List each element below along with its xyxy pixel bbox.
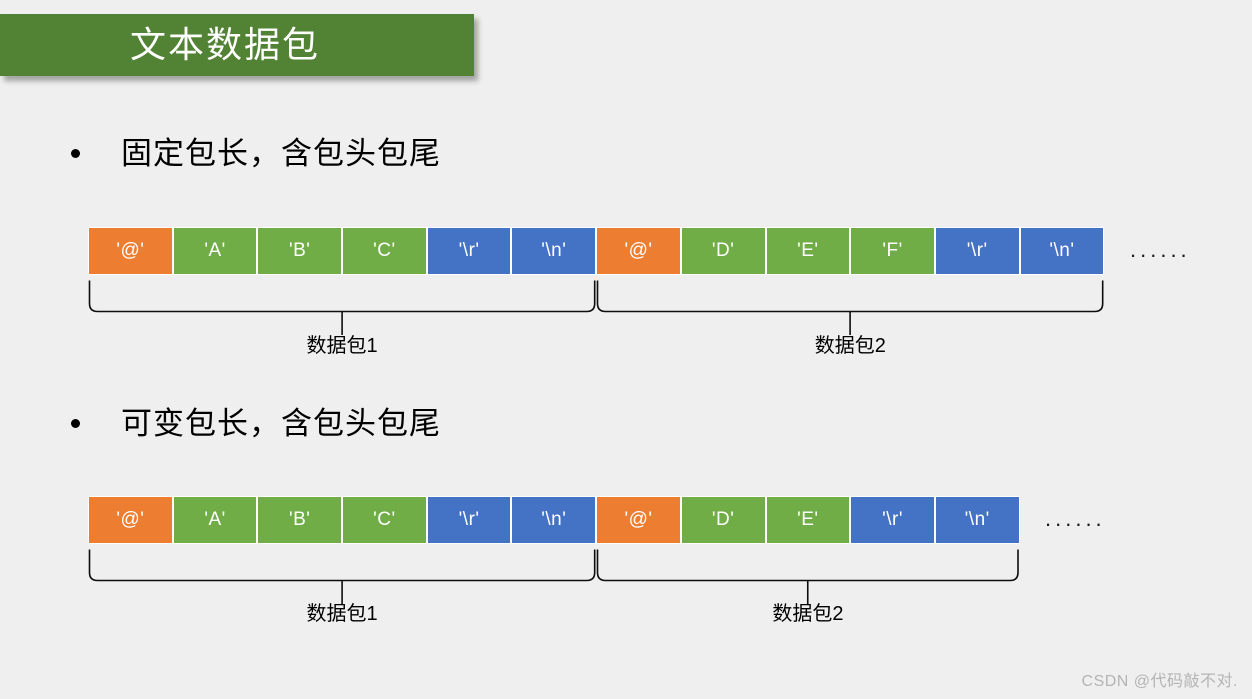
packet-byte-cell: 'C' (342, 227, 427, 275)
packet-byte-cell: 'E' (765, 227, 851, 275)
bullet-label: 固定包长，含包头包尾 (121, 136, 441, 171)
packet-byte-cell: '\r' (426, 227, 512, 275)
packet-byte-cell: '\r' (850, 496, 935, 544)
bullet-item-variable-length: 可变包长，含包头包尾 (71, 408, 441, 439)
packet-byte-cell: '\r' (426, 496, 512, 544)
packet-byte-cell: 'A' (172, 227, 258, 275)
packet-group-label: 数据包1 (306, 603, 378, 625)
packet-byte-cell: '@' (596, 227, 681, 275)
bullet-dot-icon (71, 419, 80, 428)
packet-byte-cell: '\n' (1019, 227, 1105, 275)
packet-group-brace (596, 279, 1104, 337)
packet-group-brace (88, 548, 596, 606)
packet-byte-cell: 'E' (765, 496, 851, 544)
packet-byte-cell: 'D' (680, 227, 766, 275)
packet-group-label: 数据包2 (814, 335, 886, 357)
packet-byte-cell: '@' (88, 496, 173, 544)
csdn-watermark: CSDN @代码敲不对. (1081, 673, 1238, 690)
packet-byte-cell: '\n' (511, 227, 597, 275)
packet-byte-cell: '@' (88, 227, 173, 275)
packet-group-label: 数据包1 (306, 335, 378, 357)
bullet-label: 可变包长，含包头包尾 (121, 406, 441, 441)
packet-strip-ellipsis: ...... (1045, 506, 1106, 531)
packet-strip-ellipsis: ...... (1130, 237, 1191, 262)
packet-byte-cell: 'F' (850, 227, 935, 275)
packet-group-brace (88, 279, 596, 337)
packet-strip-fixed-length: '@''A''B''C''\r''\n''@''D''E''F''\r''\n' (88, 227, 1105, 275)
slide-title-banner: 文本数据包 (0, 14, 474, 76)
packet-byte-cell: 'D' (680, 496, 766, 544)
bullet-item-fixed-length: 固定包长，含包头包尾 (71, 138, 441, 169)
packet-byte-cell: 'A' (172, 496, 258, 544)
packet-byte-cell: '@' (596, 496, 681, 544)
page-title: 文本数据包 (130, 24, 321, 65)
packet-byte-cell: '\n' (934, 496, 1020, 544)
packet-group-label: 数据包2 (772, 603, 844, 625)
packet-strip-variable-length: '@''A''B''C''\r''\n''@''D''E''\r''\n' (88, 496, 1020, 544)
packet-byte-cell: '\r' (934, 227, 1020, 275)
packet-byte-cell: 'B' (257, 227, 343, 275)
packet-byte-cell: 'B' (257, 496, 343, 544)
bullet-dot-icon (71, 149, 80, 158)
packet-byte-cell: 'C' (342, 496, 427, 544)
packet-byte-cell: '\n' (511, 496, 597, 544)
packet-group-brace (596, 548, 1020, 606)
